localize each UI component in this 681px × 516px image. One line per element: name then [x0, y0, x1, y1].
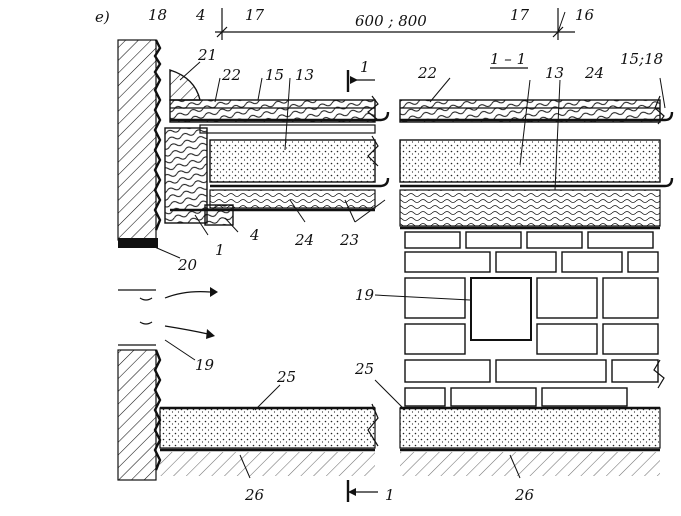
- label-17-left: 17: [245, 6, 265, 24]
- label-17-right: 17: [510, 6, 530, 24]
- label-25-left: 25: [276, 368, 296, 386]
- label-13-left: 13: [295, 66, 314, 84]
- figure-tag: е): [95, 8, 110, 26]
- left-floor-assembly: [164, 69, 390, 226]
- label-19-right: 19: [355, 286, 375, 304]
- label-25-right: 25: [354, 360, 374, 378]
- label-23: 23: [339, 231, 359, 249]
- label-13-right: 13: [545, 64, 564, 82]
- label-18-top: 18: [148, 6, 167, 24]
- label-22-left: 22: [221, 66, 241, 84]
- label-24-right: 24: [584, 64, 604, 82]
- section-title: 1 – 1: [490, 50, 526, 68]
- label-19-left: 19: [195, 356, 215, 374]
- label-21: 21: [197, 46, 217, 64]
- label-16: 16: [575, 6, 595, 24]
- section-mark-top: 1: [360, 58, 370, 76]
- brick-wall: [404, 231, 659, 407]
- label-26-right: 26: [514, 486, 535, 504]
- section-cut-marks: [346, 67, 528, 502]
- left-base-slab: [159, 403, 379, 476]
- label-26-left: 26: [244, 486, 265, 504]
- label-1: 1: [215, 241, 225, 259]
- dimension-line: [215, 8, 575, 40]
- label-4-mid: 4: [249, 226, 260, 244]
- label-20: 20: [177, 256, 198, 274]
- dimension-text: 600 ; 800: [355, 12, 427, 30]
- left-masonry-wall: [117, 39, 162, 481]
- label-4-top: 4: [195, 6, 206, 24]
- right-section-view: [399, 95, 674, 476]
- label-15-18: 15;18: [620, 50, 663, 68]
- label-22-right: 22: [417, 64, 437, 82]
- leader-lines: [149, 11, 666, 479]
- label-15: 15: [265, 66, 284, 84]
- label-24-left: 24: [294, 231, 314, 249]
- wall-vent-opening: [118, 238, 218, 346]
- section-mark-bottom: 1: [385, 486, 395, 504]
